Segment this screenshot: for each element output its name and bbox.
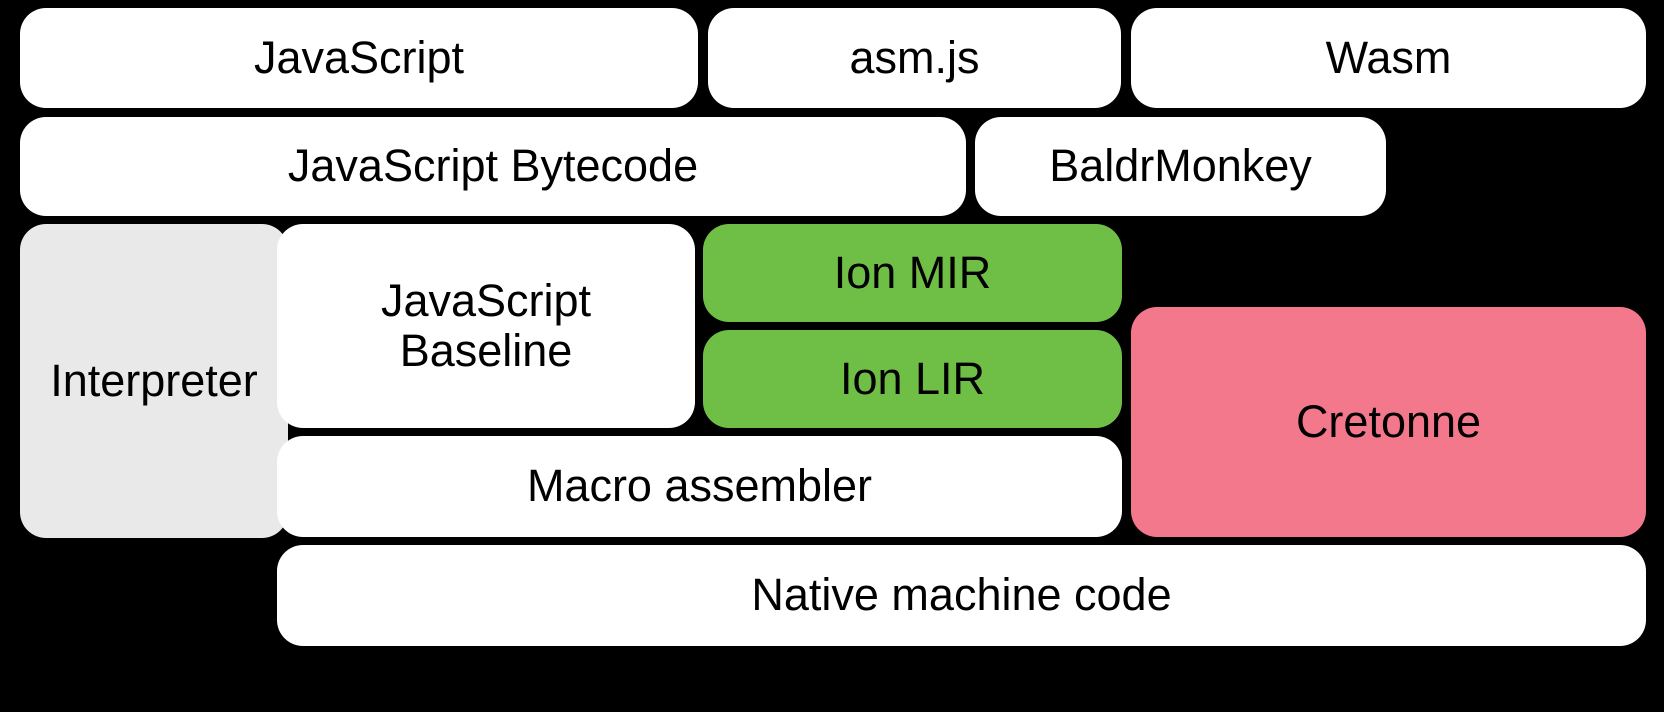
node-javascript-baseline: JavaScript Baseline: [277, 224, 695, 428]
node-javascript-bytecode: JavaScript Bytecode: [20, 117, 966, 216]
node-javascript: JavaScript: [20, 8, 698, 108]
node-wasm: Wasm: [1131, 8, 1646, 108]
node-ion-mir: Ion MIR: [703, 224, 1122, 322]
node-baldrmonkey: BaldrMonkey: [975, 117, 1386, 216]
node-interpreter: Interpreter: [20, 224, 288, 538]
node-ion-lir: Ion LIR: [703, 330, 1122, 428]
node-native-machine-code: Native machine code: [277, 545, 1646, 646]
node-macro-assembler: Macro assembler: [277, 436, 1122, 537]
node-asmjs: asm.js: [708, 8, 1121, 108]
node-cretonne: Cretonne: [1131, 307, 1646, 537]
